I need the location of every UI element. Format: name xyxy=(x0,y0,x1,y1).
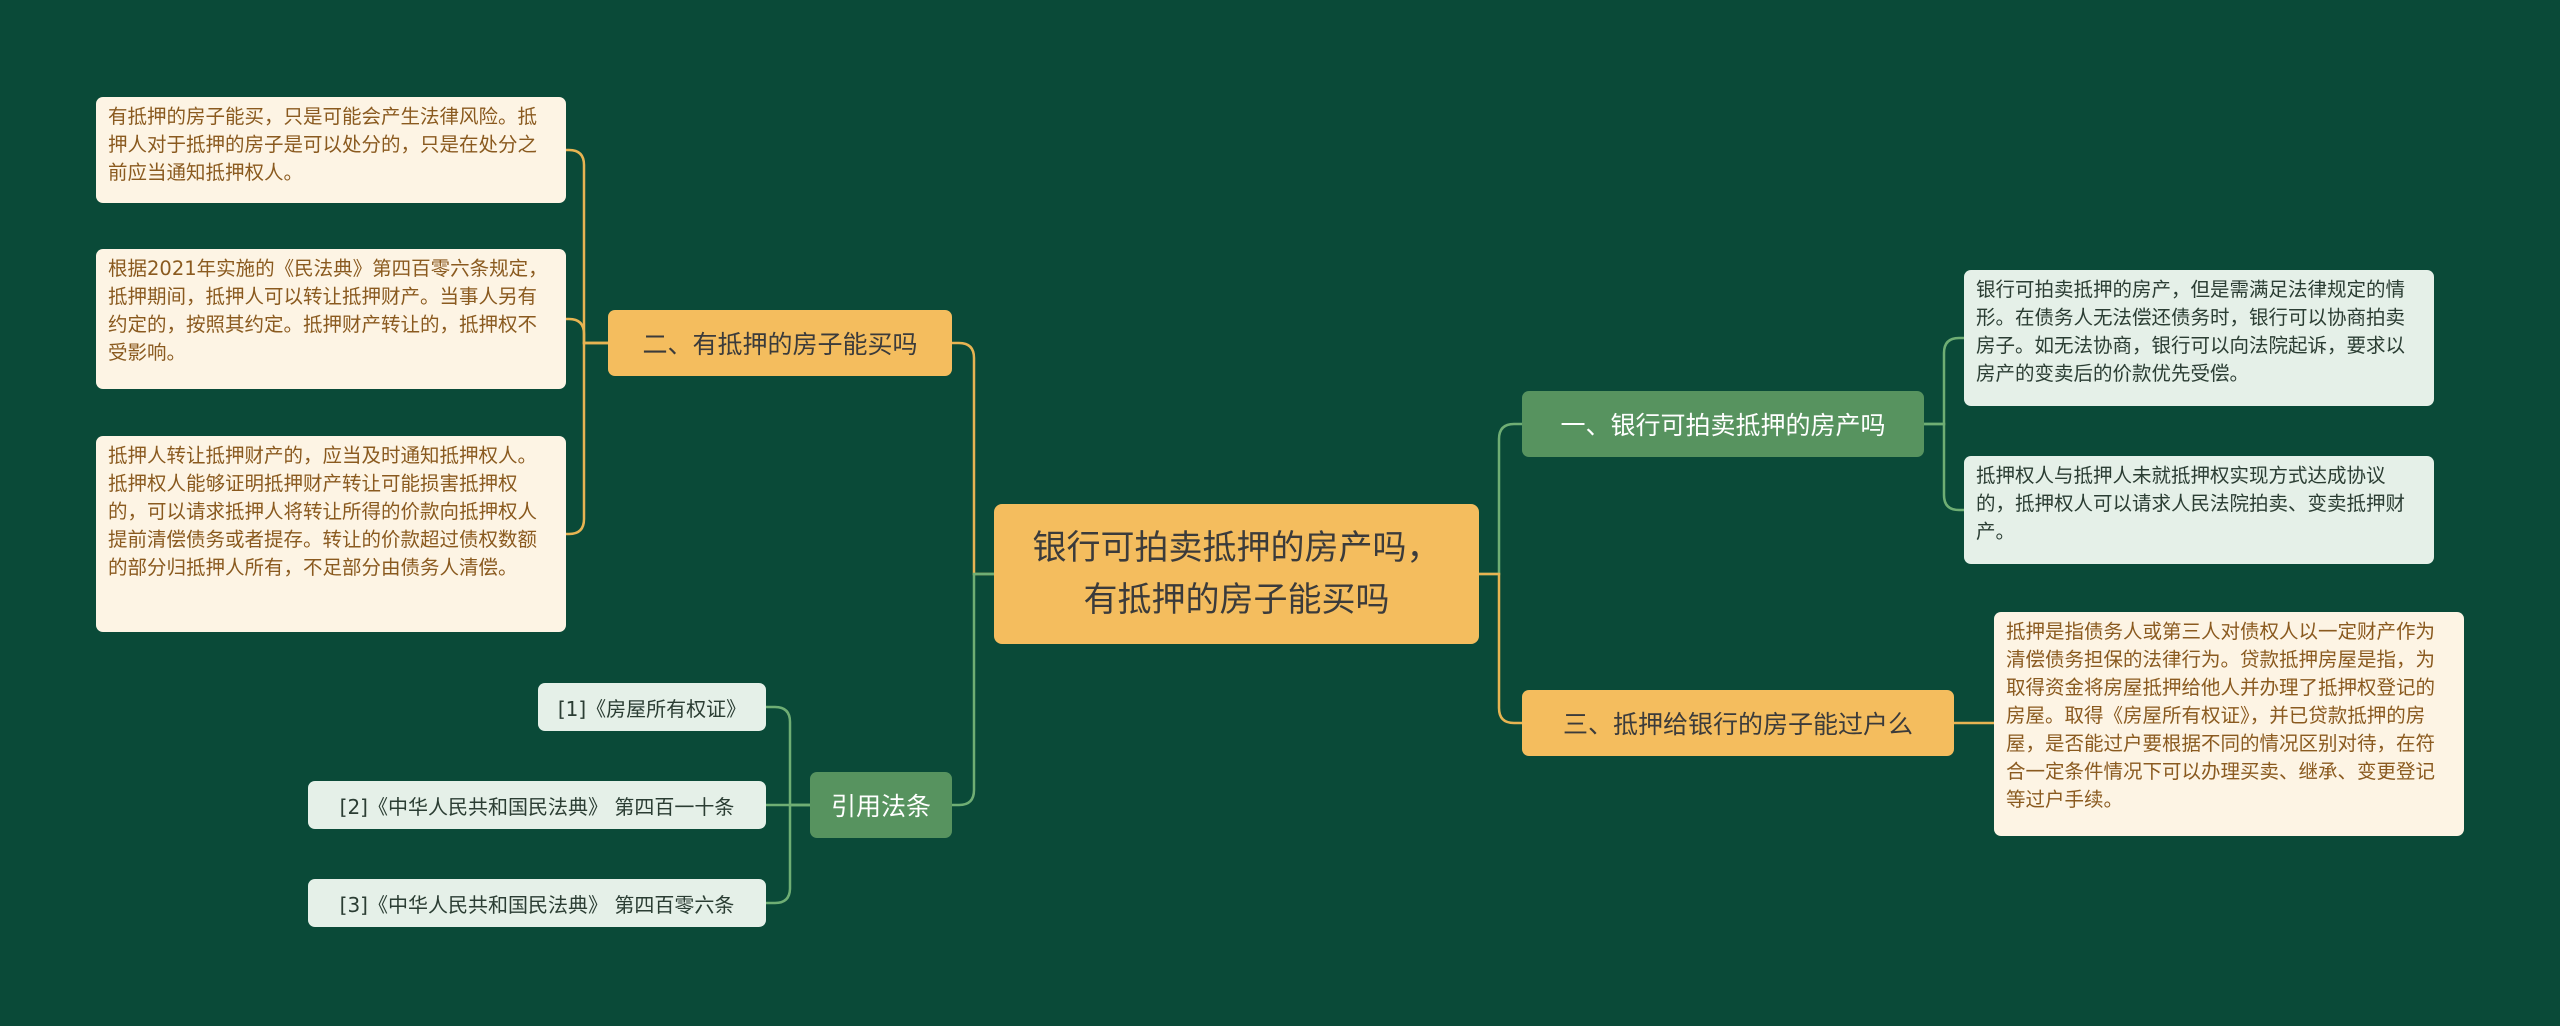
leaf-text: 抵押权人与抵押人未就抵押权实现方式达成协议的，抵押权人可以请求人民法院拍卖、变卖… xyxy=(1976,464,2406,543)
branch-label: 引用法条 xyxy=(830,792,931,821)
branch-cited-laws[interactable]: 引用法条 xyxy=(810,772,952,838)
link-b1-leaf2 xyxy=(1922,422,1966,512)
ref-text: [2]《中华人民共和国民法典》 第四百一十条 xyxy=(339,794,735,819)
link-refs-ref1 xyxy=(764,705,812,807)
link-b2-leaf1 xyxy=(564,148,610,345)
leaf-text: 有抵押的房子能买，只是可能会产生法律风险。抵押人对于抵押的房子是可以处分的，只是… xyxy=(108,105,538,184)
branch-bank-auction[interactable]: 一、银行可拍卖抵押的房产吗 xyxy=(1522,391,1924,457)
leaf-text: 抵押是指债务人或第三人对债权人以一定财产作为清偿债务担保的法律行为。贷款抵押房屋… xyxy=(2006,620,2436,811)
link-root-b3 xyxy=(1477,572,1524,725)
ref-text: [1]《房屋所有权证》 xyxy=(557,696,747,721)
leaf-text: 根据2021年实施的《民法典》第四百零六条规定，抵押期间，抵押人可以转让抵押财产… xyxy=(108,257,548,364)
branch-transfer-ownership[interactable]: 三、抵押给银行的房子能过户么 xyxy=(1522,690,1954,756)
ref-item-3[interactable]: [3]《中华人民共和国民法典》 第四百零六条 xyxy=(308,879,766,927)
link-b2-leaf3 xyxy=(564,341,610,536)
leaf-b1-1[interactable]: 银行可拍卖抵押的房产，但是需满足法律规定的情形。在债务人无法偿还债务时，银行可以… xyxy=(1964,270,2434,406)
link-b1-leaf1 xyxy=(1922,336,1966,426)
branch-label: 三、抵押给银行的房子能过户么 xyxy=(1562,710,1913,739)
leaf-text: 银行可拍卖抵押的房产，但是需满足法律规定的情形。在债务人无法偿还债务时，银行可以… xyxy=(1976,278,2406,385)
link-root-b1 xyxy=(1477,422,1524,576)
leaf-b2-1[interactable]: 有抵押的房子能买，只是可能会产生法律风险。抵押人对于抵押的房子是可以处分的，只是… xyxy=(96,97,566,203)
ref-text: [3]《中华人民共和国民法典》 第四百零六条 xyxy=(339,892,735,917)
ref-item-1[interactable]: [1]《房屋所有权证》 xyxy=(538,683,766,731)
branch-label: 一、银行可拍卖抵押的房产吗 xyxy=(1560,411,1886,440)
root-node[interactable]: 银行可拍卖抵押的房产吗，有抵押的房子能买吗 xyxy=(994,504,1479,644)
link-b2-leaf2 xyxy=(564,317,610,345)
link-refs-ref3 xyxy=(764,803,812,905)
root-label: 银行可拍卖抵押的房产吗，有抵押的房子能买吗 xyxy=(1032,528,1441,620)
leaf-text: 抵押人转让抵押财产的，应当及时通知抵押权人。抵押权人能够证明抵押财产转让可能损害… xyxy=(108,444,538,579)
branch-can-buy-mortgaged-house[interactable]: 二、有抵押的房子能买吗 xyxy=(608,310,952,376)
leaf-b2-3[interactable]: 抵押人转让抵押财产的，应当及时通知抵押权人。抵押权人能够证明抵押财产转让可能损害… xyxy=(96,436,566,632)
leaf-b1-2[interactable]: 抵押权人与抵押人未就抵押权实现方式达成协议的，抵押权人可以请求人民法院拍卖、变卖… xyxy=(1964,456,2434,564)
link-root-b2 xyxy=(950,341,996,576)
branch-label: 二、有抵押的房子能买吗 xyxy=(642,330,918,359)
ref-item-2[interactable]: [2]《中华人民共和国民法典》 第四百一十条 xyxy=(308,781,766,829)
leaf-b2-2[interactable]: 根据2021年实施的《民法典》第四百零六条规定，抵押期间，抵押人可以转让抵押财产… xyxy=(96,249,566,389)
link-root-refs xyxy=(950,572,996,807)
leaf-b3-1[interactable]: 抵押是指债务人或第三人对债权人以一定财产作为清偿债务担保的法律行为。贷款抵押房屋… xyxy=(1994,612,2464,836)
